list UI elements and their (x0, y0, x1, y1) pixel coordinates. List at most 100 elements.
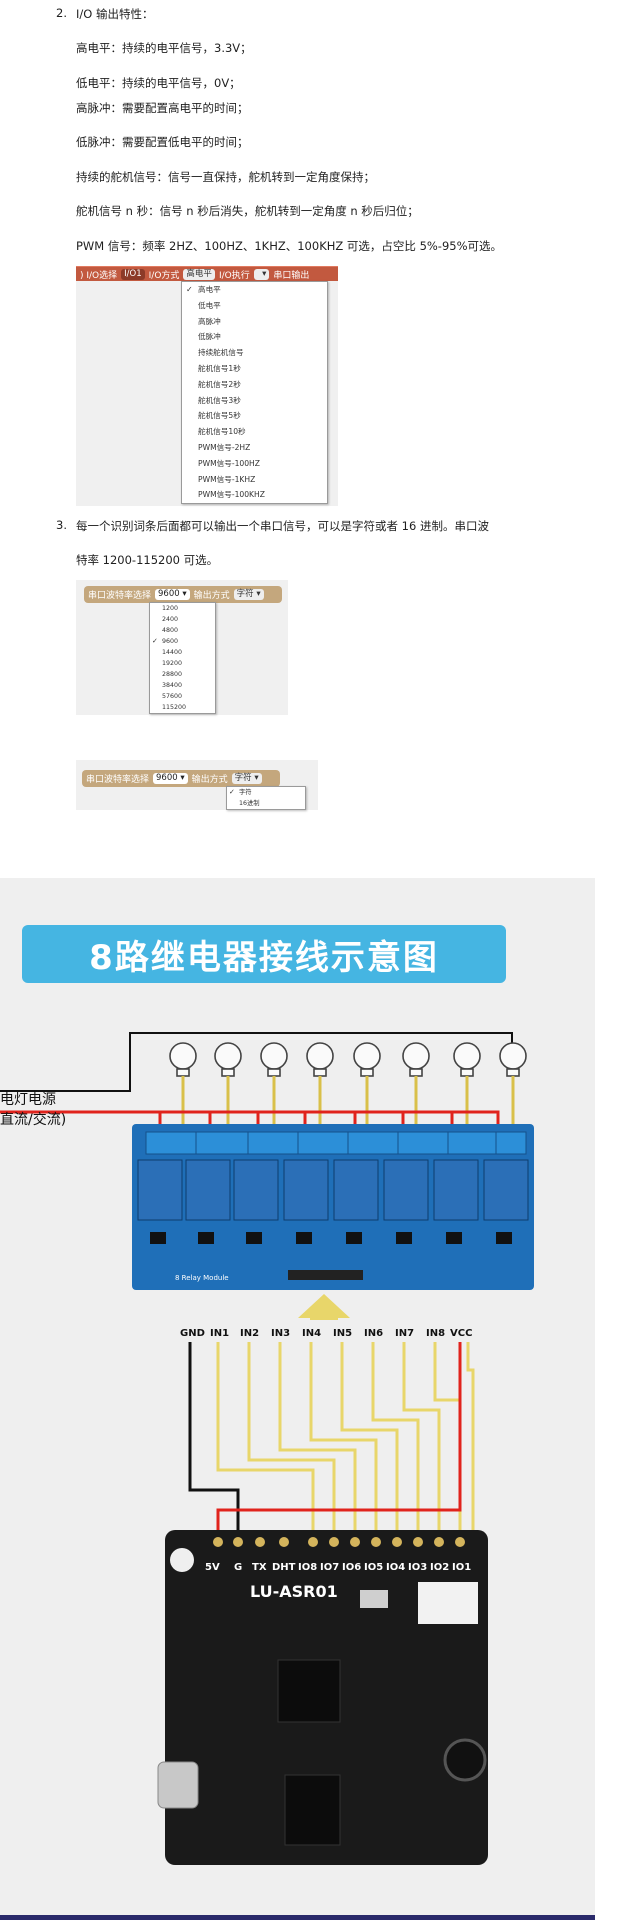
menu-item[interactable]: 舵机信号5秒 (198, 411, 241, 421)
svg-text:IN7: IN7 (395, 1328, 414, 1339)
microphone (443, 1738, 487, 1782)
spec-line-low-pulse: 低脉冲：需要配置低电平的时间； (76, 135, 249, 149)
menu-item[interactable]: 2400 (162, 616, 179, 623)
spec-line-high-pulse: 高脉冲：需要配置高电平的时间； (76, 101, 249, 115)
crystal (360, 1590, 388, 1608)
serial-output-label: 串口输出 (273, 270, 310, 281)
svg-text:IN1: IN1 (210, 1328, 229, 1339)
format-menu: ✓字符 16进制 (226, 786, 306, 810)
menu-item[interactable]: 14400 (162, 649, 183, 656)
menu-item[interactable]: 低脉冲 (198, 332, 221, 342)
menu-item[interactable]: 舵机信号1秒 (198, 363, 241, 373)
svg-text:IN3: IN3 (271, 1328, 290, 1339)
diagram-banner: 8路继电器接线示意图 (22, 925, 506, 983)
menu-item[interactable]: 28800 (162, 671, 183, 678)
svg-text:GND: GND (180, 1328, 205, 1339)
light-bulb-icon (453, 1042, 481, 1077)
menu-item[interactable]: 115200 (162, 704, 187, 711)
menu-item[interactable]: PWM信号-100HZ (198, 458, 260, 468)
relays (137, 1159, 529, 1221)
io-select-dropdown[interactable]: I/O1 (121, 268, 145, 280)
format-block-screenshot: 串口波特率选择 9600 ▾ 输出方式 字符 ▾ ✓字符 16进制 (76, 760, 318, 810)
lamp-leads (181, 1076, 515, 1130)
io-mode-label: I/O方式 (148, 270, 180, 281)
light-bulb-icon (214, 1042, 242, 1077)
svg-text:IO1: IO1 (452, 1562, 471, 1573)
menu-item[interactable]: PWM信号-100KHZ (198, 490, 265, 500)
svg-text:IO6: IO6 (342, 1562, 361, 1573)
section-title: I/O 输出特性： (76, 7, 154, 21)
usb-c-port (157, 1761, 199, 1809)
menu-item[interactable]: 高脉冲 (198, 316, 221, 326)
svg-text:IO8: IO8 (298, 1562, 317, 1573)
menu-item[interactable]: 4800 (162, 627, 179, 634)
menu-item[interactable]: 57600 (162, 693, 183, 700)
baud-dropdown[interactable]: 9600 ▾ (155, 589, 190, 600)
menu-item[interactable]: 舵机信号10秒 (198, 427, 246, 437)
lamp-wires (0, 1032, 513, 1092)
arrow-up-icon (298, 1294, 350, 1320)
main-chip (277, 1659, 341, 1723)
svg-text:IN2: IN2 (240, 1328, 259, 1339)
gnd-wire (188, 1342, 240, 1530)
svg-text:IN8: IN8 (426, 1328, 445, 1339)
baud-block-screenshot: 串口波特率选择 9600 ▾ 输出方式 字符 ▾ 1200 2400 4800 … (76, 580, 288, 715)
io-mode-dropdown[interactable]: 高电平 (183, 268, 215, 280)
svg-text:IN5: IN5 (333, 1328, 352, 1339)
baud-menu: 1200 2400 4800 ✓9600 14400 19200 28800 3… (149, 602, 216, 714)
svg-text:IO4: IO4 (386, 1562, 405, 1573)
spec-line-pwm: PWM 信号：频率 2HZ、100HZ、1KHZ、100KHZ 可选，占空比 5… (76, 239, 503, 253)
top-pin-labels: GND IN1 IN2 IN3 IN4 IN5 IN6 IN7 IN8 VCC (180, 1328, 472, 1339)
io-block-screenshot: ) I/O选择 I/O1 I/O方式 高电平 I/O执行 ▾ 串口输出 ✓高电平… (76, 266, 338, 506)
menu-item[interactable]: 1200 (162, 605, 179, 612)
baud-label: 串口波特率选择 (86, 775, 150, 785)
relay-components (150, 1232, 512, 1244)
svg-text:IO5: IO5 (364, 1562, 383, 1573)
power-label-2: 直流/交流) (0, 1111, 66, 1128)
menu-item[interactable]: PWM信号-2HZ (198, 442, 251, 452)
relay-header (288, 1270, 363, 1280)
menu-item[interactable]: 38400 (162, 682, 183, 689)
menu-item[interactable]: ✓字符 (229, 788, 252, 796)
io-exec-dropdown[interactable]: ▾ (253, 268, 270, 280)
menu-item[interactable]: ✓高电平 (182, 282, 327, 298)
check-icon: ✓ (152, 637, 158, 645)
section-number: 2. (56, 6, 67, 20)
svg-text:TX: TX (252, 1562, 267, 1573)
svg-text:IO2: IO2 (430, 1562, 449, 1573)
io-exec-label: I/O执行 (218, 270, 250, 281)
baud-dropdown[interactable]: 9600 ▾ (153, 773, 188, 784)
terminal-blocks (145, 1131, 527, 1155)
output-mode-dropdown[interactable]: 字符 ▾ (231, 773, 262, 784)
spec-line-servo-hold: 持续的舵机信号：信号一直保持，舵机转到一定角度保持； (76, 170, 375, 184)
io-select-label: ) I/O选择 (80, 270, 118, 281)
baud-label: 串口波特率选择 (88, 591, 152, 601)
format-block-bar: 串口波特率选择 9600 ▾ 输出方式 字符 ▾ (82, 770, 280, 787)
section3-line-2: 特率 1200-115200 可选。 (76, 553, 219, 567)
section-number: 3. (56, 518, 67, 532)
menu-item[interactable]: ✓9600 (152, 637, 179, 645)
menu-item[interactable]: 16进制 (239, 800, 260, 807)
baud-block-bar: 串口波特率选择 9600 ▾ 输出方式 字符 ▾ (84, 586, 282, 603)
spec-line-high-level: 高电平：持续的电平信号，3.3V； (76, 41, 252, 55)
menu-item[interactable]: PWM信号-1KHZ (198, 474, 256, 484)
menu-item[interactable]: 低电平 (198, 300, 221, 310)
menu-item[interactable]: 舵机信号3秒 (198, 395, 241, 405)
svg-text:G: G (234, 1562, 242, 1573)
check-icon: ✓ (229, 788, 235, 796)
bottom-divider (0, 1915, 595, 1920)
output-mode-dropdown[interactable]: 字符 ▾ (233, 589, 264, 600)
output-mode-label: 输出方式 (193, 591, 230, 601)
spec-line-servo-n-sec: 舵机信号 n 秒：信号 n 秒后消失，舵机转到一定角度 n 秒后归位； (76, 204, 419, 218)
signal-wires (216, 1342, 475, 1530)
svg-text:DHT: DHT (272, 1562, 296, 1573)
white-connector (418, 1582, 478, 1624)
menu-item[interactable]: 19200 (162, 660, 183, 667)
menu-item[interactable]: 舵机信号2秒 (198, 379, 241, 389)
io-block-bar: ) I/O选择 I/O1 I/O方式 高电平 I/O执行 ▾ 串口输出 (76, 266, 338, 281)
light-bulb-icon (402, 1042, 430, 1077)
svg-text:5V: 5V (205, 1562, 220, 1573)
svg-text:IN6: IN6 (364, 1328, 383, 1339)
menu-item[interactable]: 持续舵机信号 (198, 348, 244, 358)
